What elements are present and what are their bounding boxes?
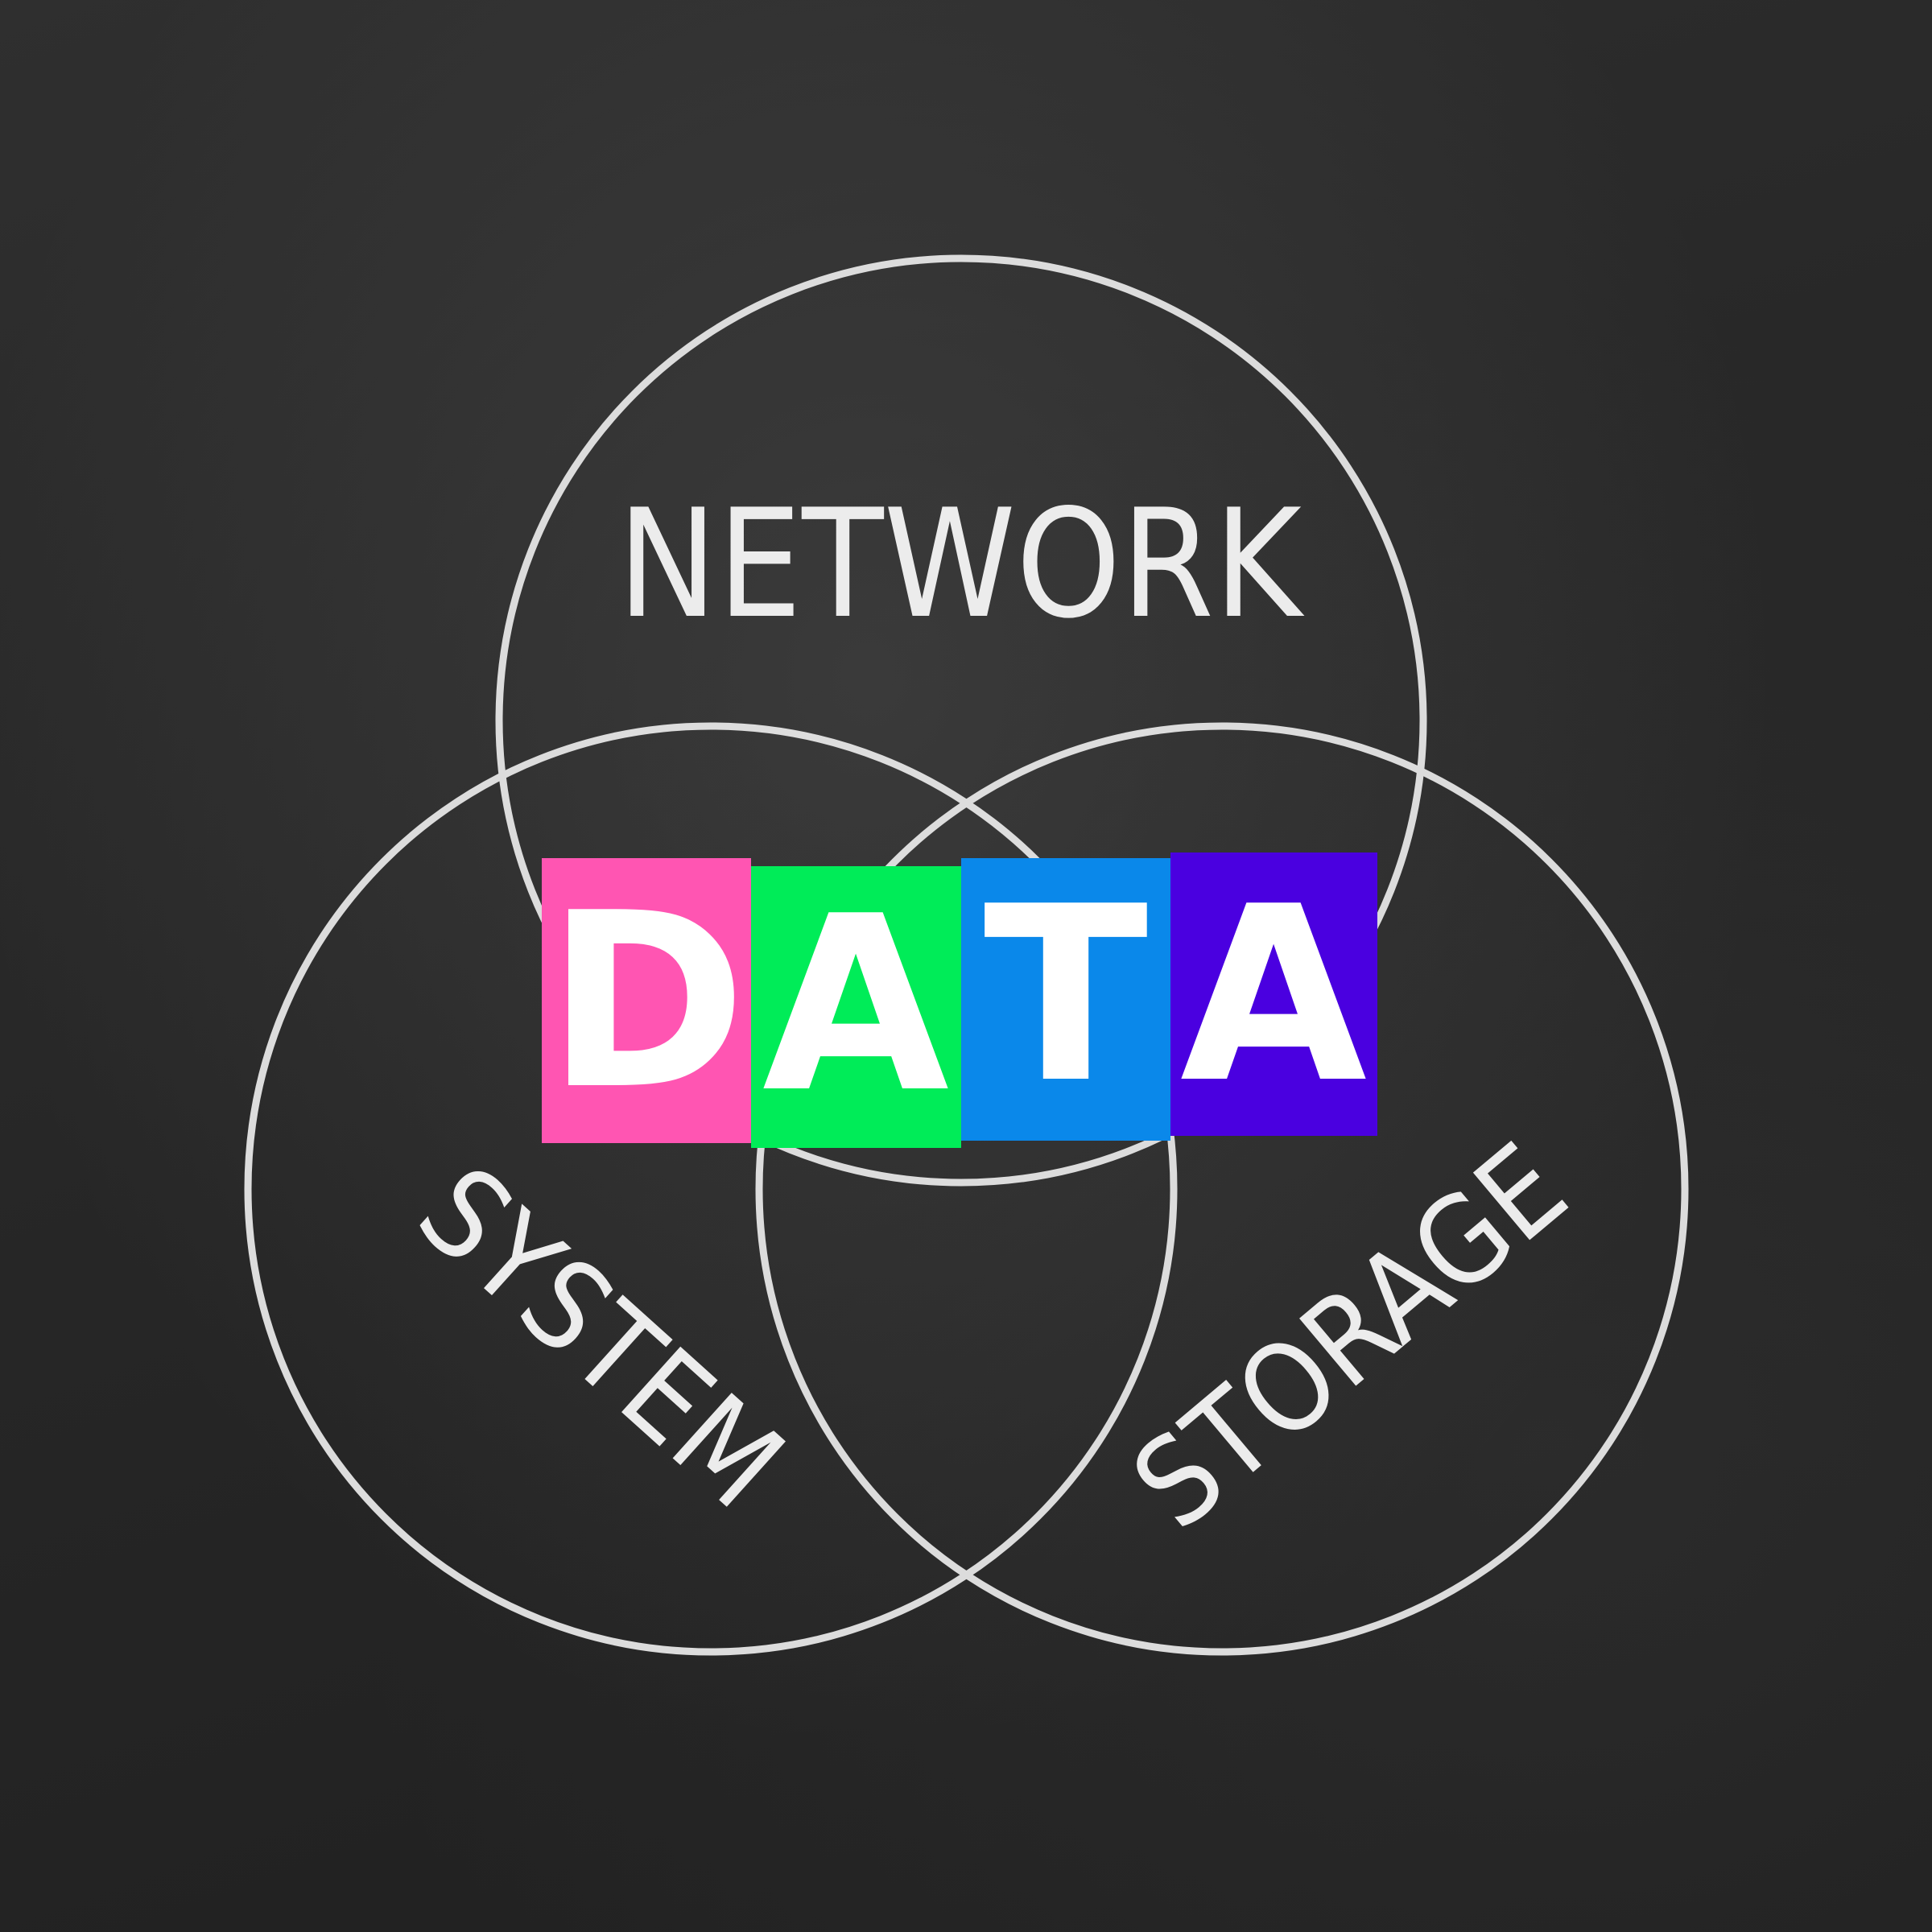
network-label: NETWORK — [617, 477, 1305, 651]
system-circle — [244, 722, 1178, 1656]
data-tile-t — [961, 858, 1170, 1141]
data-tiles: DATA — [542, 852, 1377, 1148]
data-tile-a1 — [751, 866, 961, 1148]
network-circle — [495, 254, 1427, 1187]
storage-label: STORAGE — [1108, 1118, 1592, 1557]
storage-circle — [755, 722, 1689, 1656]
data-tile-a2 — [1170, 852, 1377, 1136]
data-tile-d — [542, 858, 751, 1143]
system-label: SYSTEM — [392, 1141, 809, 1536]
